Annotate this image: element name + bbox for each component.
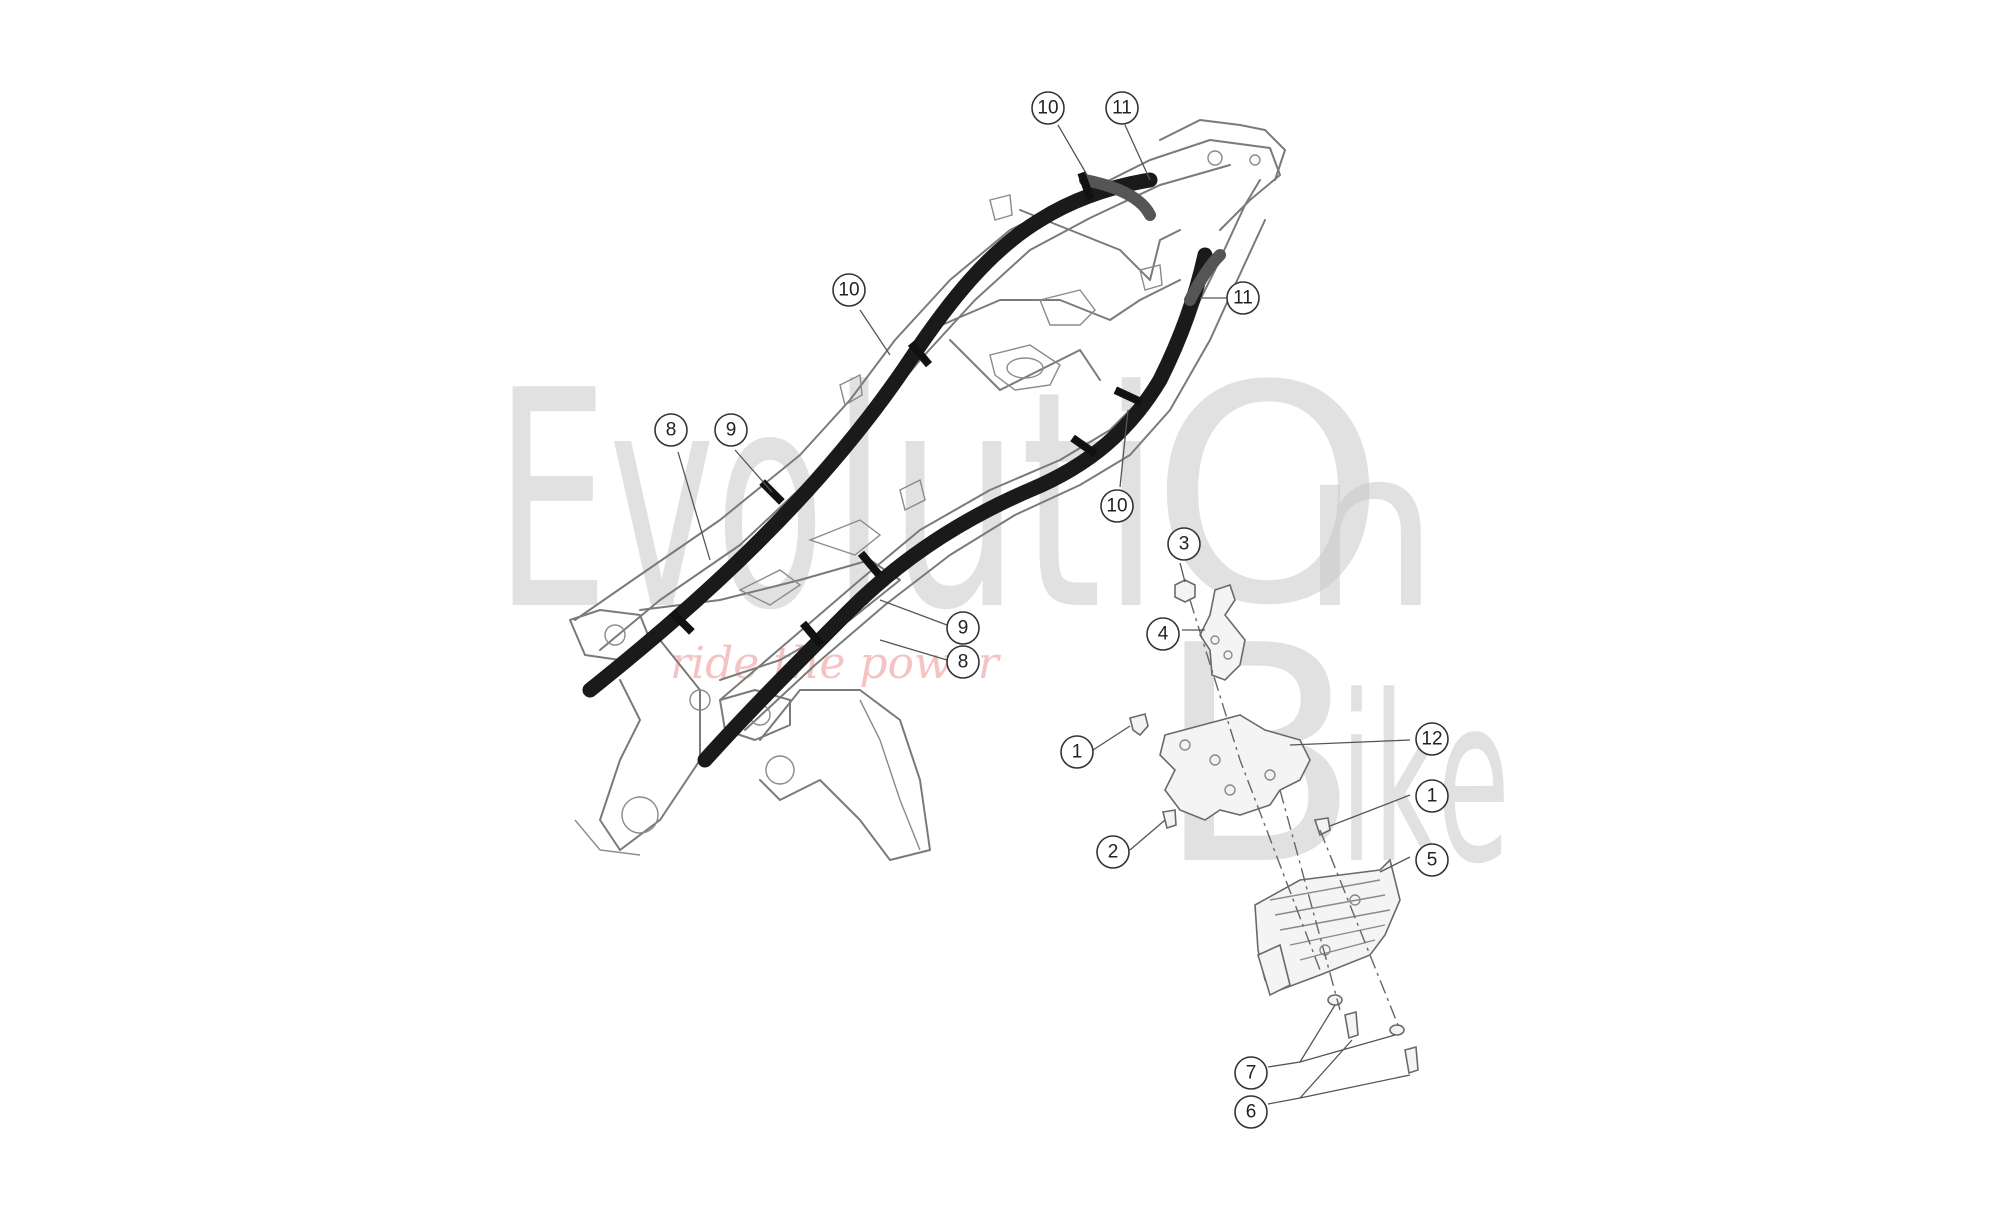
callout-11-right: 11 (1226, 281, 1260, 315)
bolt-part-2 (1162, 809, 1177, 830)
callout-9-right: 9 (946, 611, 980, 645)
callout-labels: 10 11 10 11 8 9 10 3 4 9 8 (654, 91, 1449, 1129)
harness-right-main (697, 247, 1213, 768)
svg-text:4: 4 (1158, 624, 1169, 645)
callout-1-left: 1 (1060, 735, 1094, 769)
cable-tie-6 (857, 550, 883, 578)
cable-tie-4 (1113, 386, 1143, 406)
svg-text:10: 10 (1106, 496, 1127, 517)
callout-10-low: 10 (1100, 489, 1134, 523)
svg-text:9: 9 (726, 420, 737, 441)
bolt-part-1-left (1129, 713, 1149, 737)
cable-tie-5 (1070, 434, 1098, 458)
cable-tie-2 (907, 340, 933, 368)
cable-tie-1 (1077, 171, 1095, 201)
mounting-plate-part-12 (1159, 714, 1311, 821)
svg-text:9: 9 (958, 618, 969, 639)
svg-text:1: 1 (1072, 742, 1083, 763)
callout-1-right: 1 (1415, 779, 1449, 813)
callout-8-left: 8 (654, 413, 688, 447)
callout-7: 7 (1234, 1056, 1268, 1090)
leader-lines (677, 124, 1411, 1105)
callout-3: 3 (1167, 527, 1201, 561)
screw-part-6-right (1404, 1045, 1419, 1075)
watermark-o: O (1150, 322, 1386, 671)
svg-text:12: 12 (1421, 729, 1442, 750)
svg-text:2: 2 (1108, 842, 1119, 863)
harness-right-end (1184, 249, 1226, 306)
watermark: Evo luti O n B ike ride the power (495, 322, 1510, 931)
callout-10-top: 10 (1031, 91, 1065, 125)
callout-11-top: 11 (1105, 91, 1139, 125)
callout-8-right: 8 (946, 645, 980, 679)
nut-part-3 (1174, 579, 1196, 603)
svg-text:6: 6 (1246, 1102, 1257, 1123)
svg-text:7: 7 (1246, 1063, 1257, 1084)
callout-2: 2 (1096, 835, 1130, 869)
svg-text:3: 3 (1179, 534, 1190, 555)
callout-12: 12 (1415, 722, 1449, 756)
callout-10-mid: 10 (832, 273, 866, 307)
svg-text:10: 10 (1037, 98, 1058, 119)
rear-subframe (569, 119, 1286, 861)
bracket-part-4 (1199, 583, 1246, 681)
callout-5: 5 (1415, 843, 1449, 877)
regulator-assembly (1129, 579, 1419, 1075)
svg-text:11: 11 (1112, 98, 1132, 119)
svg-text:8: 8 (958, 652, 969, 673)
svg-text:5: 5 (1427, 850, 1438, 871)
cable-tie-7 (669, 609, 695, 635)
bolt-part-1-right (1313, 817, 1331, 837)
harness-left-main (582, 172, 1158, 698)
washer-part-7-right (1389, 1024, 1405, 1036)
svg-text:8: 8 (666, 420, 677, 441)
screw-part-6-left (1344, 1010, 1359, 1040)
callout-6: 6 (1234, 1095, 1268, 1129)
watermark-evo: Evo (495, 327, 825, 676)
callout-9-left: 9 (714, 413, 748, 447)
callout-4: 4 (1146, 617, 1180, 651)
harness-left-end (1079, 174, 1156, 221)
watermark-n: n (1300, 401, 1439, 657)
cable-tie-8 (799, 620, 825, 648)
svg-text:10: 10 (838, 280, 859, 301)
svg-text:11: 11 (1233, 288, 1253, 309)
washer-part-7-left (1327, 994, 1343, 1006)
wiring-harness (582, 171, 1226, 768)
svg-text:1: 1 (1427, 786, 1438, 807)
